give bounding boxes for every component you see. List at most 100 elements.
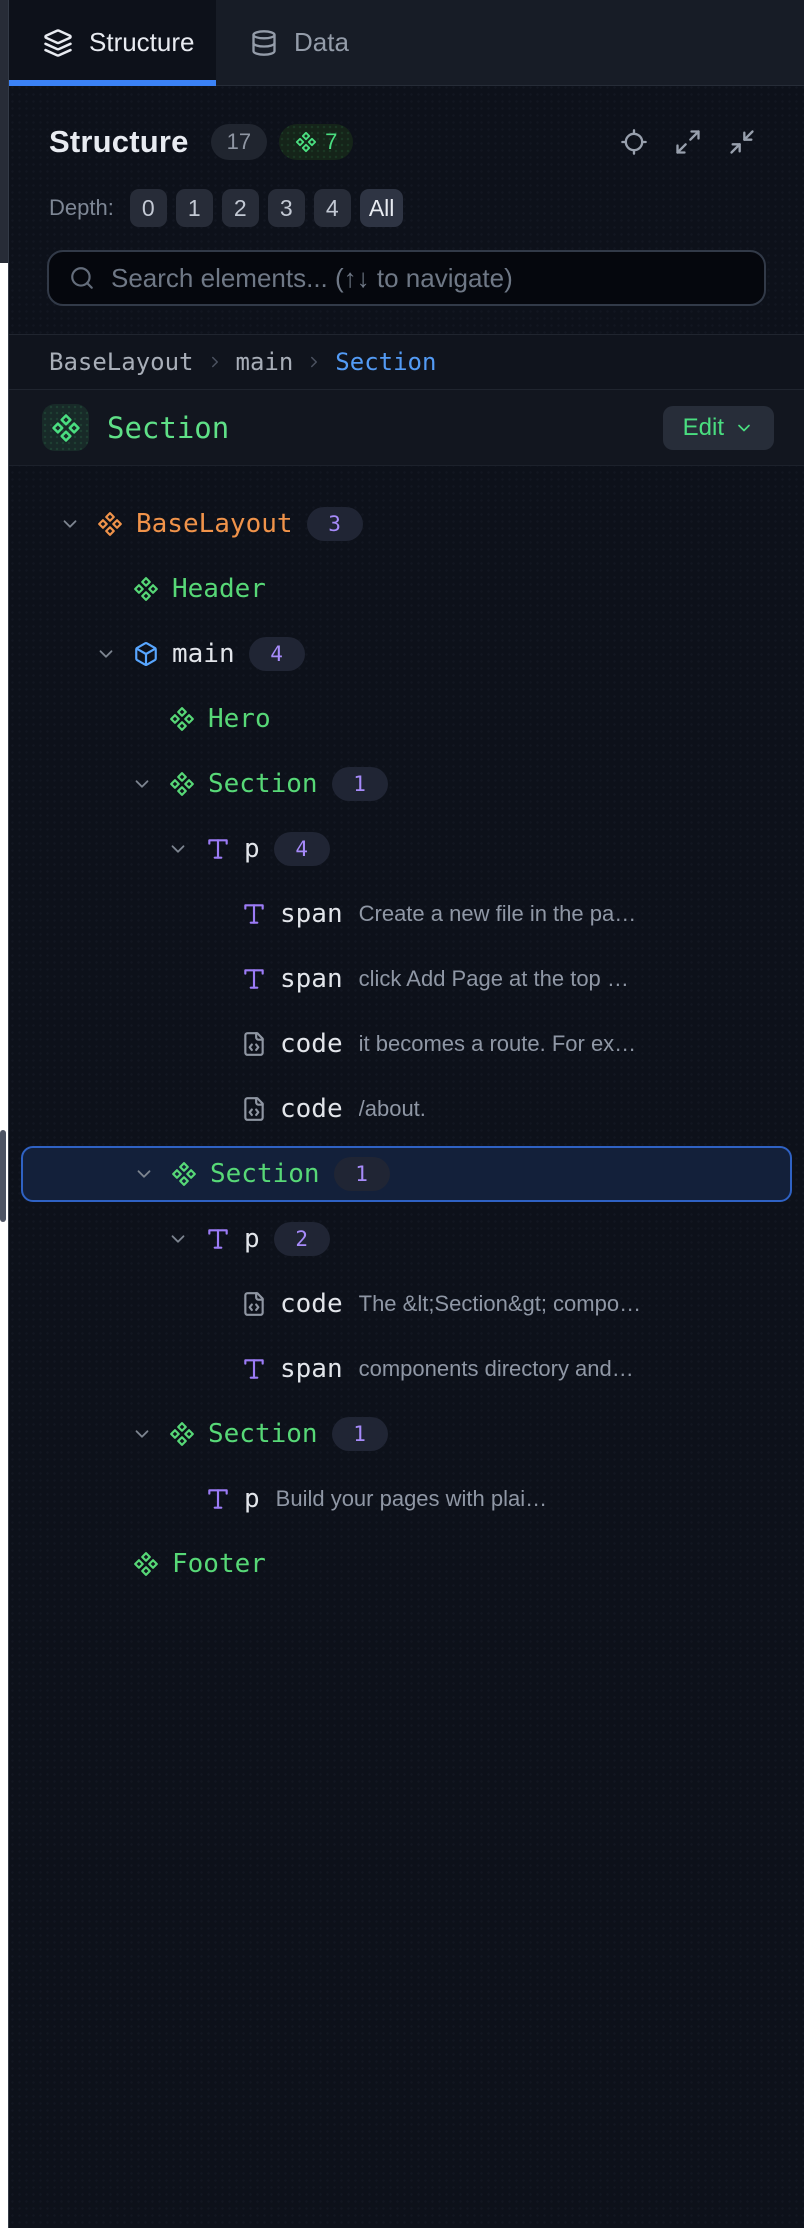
tree-row-label: code xyxy=(280,1289,343,1319)
type-icon xyxy=(205,1226,231,1252)
tree-row-span[interactable]: span click Add Page at the top … xyxy=(21,951,792,1007)
selected-element-header: Section Edit xyxy=(9,390,804,466)
tree-row-text-preview: /about. xyxy=(358,1096,426,1121)
search-icon xyxy=(69,265,95,291)
tree-row-label: BaseLayout xyxy=(136,509,293,539)
tab-data[interactable]: Data xyxy=(216,0,383,85)
component-icon xyxy=(295,131,317,153)
tab-structure[interactable]: Structure xyxy=(9,0,216,86)
child-count-badge: 4 xyxy=(273,832,330,866)
tree-row-text-preview: click Add Page at the top … xyxy=(358,966,629,991)
file-code-icon xyxy=(241,1291,267,1317)
tree-row-code[interactable]: code/about. xyxy=(21,1081,792,1137)
tree-row-footer[interactable]: Footer xyxy=(21,1536,792,1592)
file-code-icon xyxy=(241,1096,267,1122)
type-icon xyxy=(241,1356,267,1382)
tree-row-label: code xyxy=(280,1094,343,1124)
chevron-down-icon[interactable] xyxy=(167,1228,205,1250)
tree-row-p[interactable]: p Build your pages with plai… xyxy=(21,1471,792,1527)
depth-filter-button-3[interactable]: 3 xyxy=(267,189,305,227)
locate-button[interactable] xyxy=(610,118,658,166)
collapse-all-button[interactable] xyxy=(718,118,766,166)
tree-row-label: Section xyxy=(208,769,318,799)
file-code-icon xyxy=(241,1031,267,1057)
breadcrumb-item-section[interactable]: Section xyxy=(335,348,437,376)
chevron-down-icon[interactable] xyxy=(59,513,97,535)
depth-filter-button-1[interactable]: 1 xyxy=(175,189,213,227)
chevron-down-icon[interactable] xyxy=(167,838,205,860)
panel-title: Structure xyxy=(49,124,189,159)
structure-panel: Structure Data Structure 17 7 xyxy=(8,0,804,2228)
tab-data-label: Data xyxy=(294,27,349,57)
tree-row-label: Footer xyxy=(172,1549,266,1579)
depth-filter-button-4[interactable]: 4 xyxy=(313,189,351,227)
chevron-down-icon[interactable] xyxy=(131,1423,169,1445)
component-icon xyxy=(133,576,159,602)
chevron-down-icon[interactable] xyxy=(95,643,133,665)
tree-row-label: Section xyxy=(208,1419,318,1449)
tree-row-section[interactable]: Section 1 xyxy=(21,756,792,812)
tree-row-text-preview: Build your pages with plai… xyxy=(275,1486,548,1511)
background-page-sliver xyxy=(0,0,8,2228)
child-count-badge: 1 xyxy=(331,1417,388,1451)
depth-filter-button-0[interactable]: 0 xyxy=(129,189,167,227)
tree-row-header[interactable]: Header xyxy=(21,561,792,617)
child-count-badge: 3 xyxy=(306,507,363,541)
database-icon xyxy=(250,29,278,57)
type-icon xyxy=(205,1486,231,1512)
tree-row-label: code xyxy=(280,1029,343,1059)
type-icon xyxy=(205,836,231,862)
child-count-badge: 1 xyxy=(331,767,388,801)
selected-element-iconbox xyxy=(42,404,89,451)
breadcrumb-item-baselayout[interactable]: BaseLayout xyxy=(49,348,194,376)
depth-filter-button-2[interactable]: 2 xyxy=(221,189,259,227)
box-icon xyxy=(133,641,159,667)
tree-row-label: Section xyxy=(210,1159,320,1189)
component-icon xyxy=(171,1161,197,1187)
edit-button[interactable]: Edit xyxy=(662,405,774,450)
depth-filter-button-all[interactable]: All xyxy=(359,189,404,227)
tree-row-label: Header xyxy=(172,574,266,604)
search-input[interactable] xyxy=(109,261,744,295)
tree-row-section[interactable]: Section 1 xyxy=(21,1406,792,1462)
tree-row-main[interactable]: main 4 xyxy=(21,626,792,682)
selected-element-name: Section xyxy=(107,410,230,445)
component-icon xyxy=(169,1421,195,1447)
tree-row-label: Hero xyxy=(208,704,271,734)
tree-row-text-preview: Create a new file in the pa… xyxy=(358,901,637,926)
total-count-badge: 17 xyxy=(210,124,268,160)
breadcrumb-item-main[interactable]: main xyxy=(235,348,294,376)
locate-icon xyxy=(620,128,648,156)
expand-all-button[interactable] xyxy=(664,118,712,166)
tree-row-label: p xyxy=(244,1484,260,1514)
tree-row-hero[interactable]: Hero xyxy=(21,691,792,747)
page-scrollbar-thumb[interactable] xyxy=(0,1130,6,1222)
layers-icon xyxy=(43,28,73,58)
tree-row-baselayout[interactable]: BaseLayout 3 xyxy=(21,496,792,552)
chevron-down-icon[interactable] xyxy=(131,773,169,795)
child-count-badge: 2 xyxy=(273,1222,330,1256)
component-icon xyxy=(51,413,81,443)
depth-filter-label: Depth: xyxy=(49,195,114,220)
component-icon xyxy=(97,511,123,537)
child-count-badge: 4 xyxy=(248,637,305,671)
chevron-down-icon[interactable] xyxy=(133,1163,171,1185)
tree-row-label: span xyxy=(280,964,343,994)
type-icon xyxy=(241,901,267,927)
tree-row-label: span xyxy=(280,1354,343,1384)
search-box[interactable] xyxy=(47,250,766,306)
type-icon xyxy=(241,966,267,992)
tree-row-label: p xyxy=(244,834,260,864)
tab-structure-label: Structure xyxy=(89,27,195,57)
tree-row-label: main xyxy=(172,639,235,669)
